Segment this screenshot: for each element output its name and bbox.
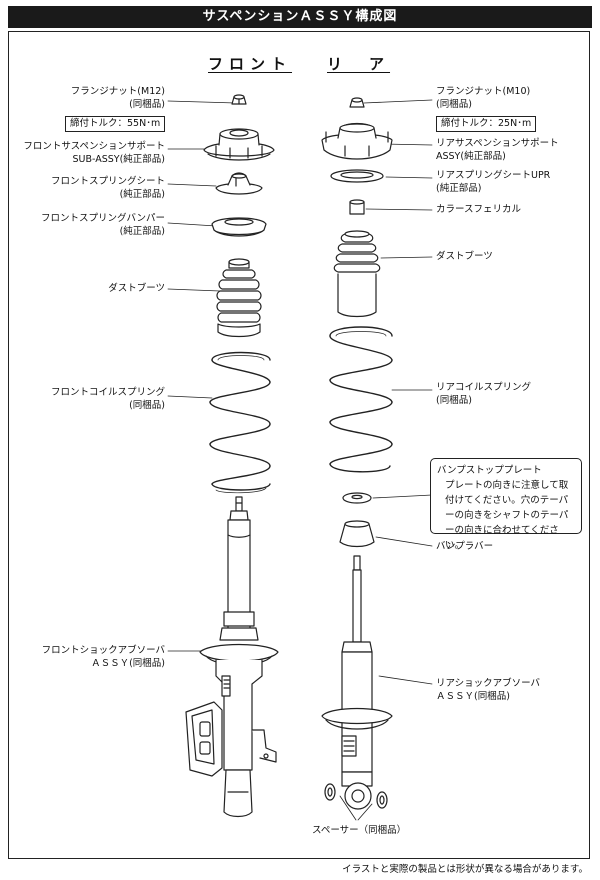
- page-title: サスペンションＡＳＳＹ構成図: [8, 6, 592, 28]
- front-bumper-note: (純正部品): [119, 226, 165, 237]
- front-dust-boot-label: ダストブーツ: [108, 283, 165, 294]
- rear-support-note: ASSY(純正部品): [436, 151, 506, 162]
- front-leader-lines: [167, 100, 237, 652]
- rear-heading: リ ア: [327, 55, 391, 73]
- rear-leader-lines: [339, 99, 433, 821]
- front-spring-seat-label: フロントスプリングシート (純正部品): [51, 175, 165, 201]
- rear-flange-nut-name: フランジナット(M10): [436, 86, 531, 97]
- rear-flange-nut-label: フランジナット(M10) (同梱品): [436, 85, 530, 111]
- front-support-name: フロントサスペンションサポート: [23, 141, 165, 152]
- front-coil-label: フロントコイルスプリング (同梱品): [51, 386, 165, 412]
- rear-spring-seat-part: [330, 169, 384, 183]
- rear-collar-part: [349, 199, 365, 215]
- front-coil-name: フロントコイルスプリング: [50, 387, 165, 398]
- rear-shock-note: ＡＳＳＹ(同梱品): [436, 691, 510, 702]
- bump-stop-plate-part: [342, 492, 372, 504]
- front-shock-part: [185, 496, 279, 818]
- spacer-label: スペーサー（同梱品）: [312, 825, 407, 836]
- front-spring-seat-name: フロントスプリングシート: [50, 176, 165, 187]
- bump-rubber-part: [339, 520, 375, 548]
- front-flange-nut-note: (同梱品): [129, 99, 165, 110]
- rear-shock-part: [321, 555, 393, 810]
- front-spring-bumper-part: [211, 217, 267, 237]
- front-shock-note: ＡＳＳＹ(同梱品): [91, 658, 165, 669]
- front-bumper-label: フロントスプリングバンパー (純正部品): [41, 212, 165, 238]
- rear-spring-seat-label: リアスプリングシートUPR (純正部品): [436, 169, 550, 195]
- bump-stop-plate-title: バンプストッププレート: [437, 465, 542, 476]
- front-coil-note: (同梱品): [129, 400, 165, 411]
- bump-stop-plate-text: プレートの向きに注意して取付けてください。穴のテーパーの向きをシャフトのテーパー…: [445, 480, 569, 551]
- rear-coil-label: リアコイルスプリング (同梱品): [436, 381, 531, 407]
- front-heading: フロント: [208, 55, 293, 73]
- front-flange-nut-name: フランジナット(M12): [70, 86, 165, 97]
- front-shock-name: フロントショックアブソーバ: [41, 645, 165, 656]
- rear-torque-box: 締付トルク：25N･m: [436, 116, 537, 132]
- front-support-part: [203, 128, 275, 161]
- rear-flange-nut-note: (同梱品): [436, 99, 472, 110]
- rear-spring-seat-name: リアスプリングシートUPR: [436, 170, 551, 181]
- footnote: イラストと実際の製品とは形状が異なる場合があります。: [342, 864, 588, 875]
- rear-collar-label: カラースフェリカル: [436, 204, 522, 215]
- rear-support-part: [321, 122, 393, 160]
- rear-shock-name: リアショックアブソーバ: [436, 678, 541, 689]
- rear-coil-note: (同梱品): [436, 395, 472, 406]
- rear-dust-boot-label: ダストブーツ: [436, 251, 493, 262]
- rear-support-name: リアサスペンションサポート: [436, 138, 559, 149]
- front-spring-seat-part: [215, 172, 263, 195]
- rear-dust-boot-part: [333, 230, 381, 318]
- front-coil-spring-part: [209, 351, 271, 494]
- front-support-note: SUB-ASSY(純正部品): [72, 154, 166, 165]
- front-flange-nut-part: [231, 94, 247, 105]
- front-flange-nut-label: フランジナット(M12) (同梱品): [71, 85, 165, 111]
- bump-stop-plate-note: バンプストッププレート プレートの向きに注意して取付けてください。穴のテーパーの…: [430, 458, 582, 551]
- front-dust-boot-part: [216, 258, 262, 338]
- front-support-label: フロントサスペンションサポート SUB-ASSY(純正部品): [23, 140, 165, 166]
- rear-coil-name: リアコイルスプリング: [436, 382, 532, 393]
- rear-spring-seat-note: (純正部品): [436, 183, 482, 194]
- rear-shock-label: リアショックアブソーバ ＡＳＳＹ(同梱品): [436, 677, 540, 703]
- bump-rubber-label: バンプラバー: [436, 541, 494, 552]
- front-torque-box: 締付トルク：55N･m: [65, 116, 166, 132]
- front-bumper-name: フロントスプリングバンパー: [41, 213, 165, 224]
- diagram-frame: [8, 31, 590, 859]
- rear-flange-nut-part: [349, 97, 365, 108]
- front-spring-seat-note: (純正部品): [119, 189, 165, 200]
- front-shock-label: フロントショックアブソーバ ＡＳＳＹ(同梱品): [42, 644, 165, 670]
- rear-coil-spring-part: [329, 326, 393, 473]
- rear-support-label: リアサスペンションサポート ASSY(純正部品): [436, 137, 559, 163]
